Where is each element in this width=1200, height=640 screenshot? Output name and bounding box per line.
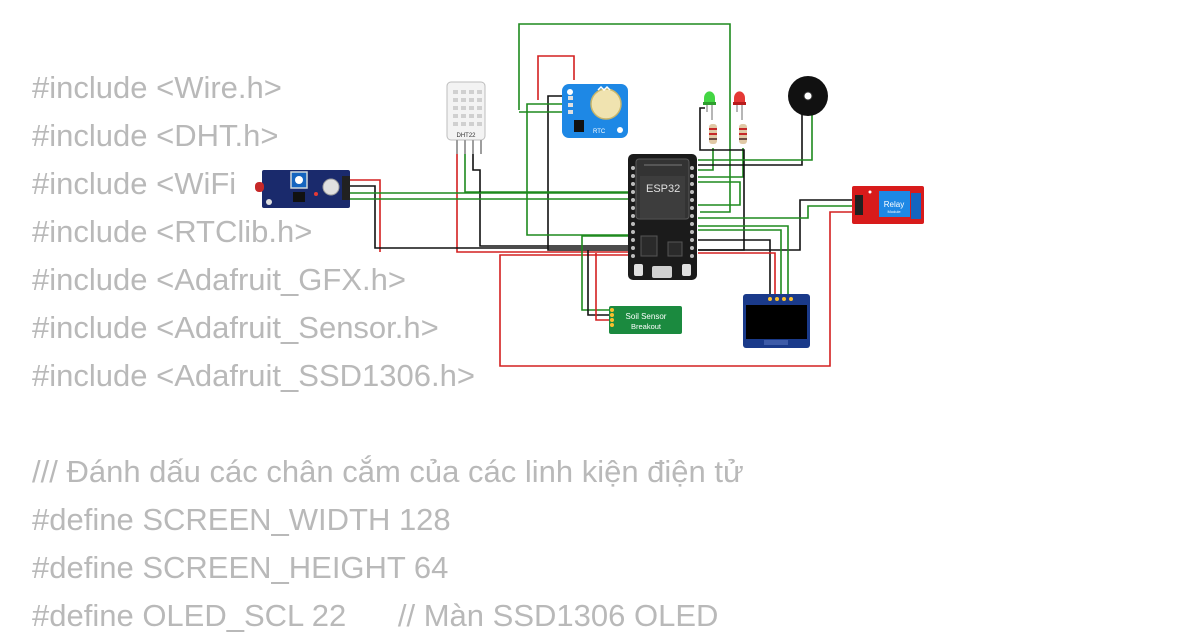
wire-red-bottom-loop[interactable] [499, 211, 852, 367]
wire-dht-red[interactable] [456, 152, 628, 253]
relay-module[interactable]: Relay Module [852, 186, 924, 224]
ldr-photoresistor [255, 182, 264, 192]
wire-green-top-loop[interactable] [518, 23, 731, 213]
wire-led-gnd[interactable] [698, 107, 745, 251]
dht22-sensor[interactable]: DHT22 [446, 81, 486, 154]
code-line-5: #include <Adafruit_GFX.h> [32, 262, 406, 297]
ldr-sensor-module[interactable] [255, 170, 350, 208]
code-line-1: #include <Wire.h> [32, 70, 282, 105]
resistor-2[interactable] [739, 124, 747, 144]
wire-rtc-green-sda[interactable] [526, 103, 628, 236]
wire-dht-green[interactable] [464, 152, 628, 193]
esp32-label: ESP32 [646, 183, 680, 195]
soil-sensor-breakout[interactable]: Soil Sensor Breakout [609, 306, 682, 334]
wire-oled-green-sda[interactable] [698, 225, 789, 300]
code-line-6: #include <Adafruit_Sensor.h> [32, 310, 439, 345]
relay-label: Relay [884, 200, 904, 209]
buzzer[interactable] [788, 76, 828, 116]
red-led[interactable] [733, 91, 746, 120]
code-line-12: #define OLED_SCL 22 // Màn SSD1306 OLED [32, 598, 719, 633]
wire-ldr-red[interactable] [350, 179, 381, 252]
soil-sensor-label-1: Soil Sensor [626, 312, 667, 321]
wire-red-top-loop[interactable] [537, 55, 575, 100]
esp32-board[interactable]: ESP32 [628, 154, 697, 280]
wires [350, 23, 852, 367]
rtc-module[interactable]: RTC [562, 84, 628, 138]
wire-oled-black[interactable] [698, 239, 771, 300]
wire-soil-red[interactable] [595, 253, 610, 321]
wire-ldr-black[interactable] [350, 185, 628, 249]
green-led[interactable] [703, 91, 716, 120]
code-line-9: /// Đánh dấu các chân cắm của các linh k… [32, 454, 744, 489]
relay-sublabel: Module [887, 209, 901, 214]
code-line-2: #include <DHT.h> [32, 118, 279, 153]
wire-buzzer-green[interactable] [698, 114, 813, 161]
code-line-10: #define SCREEN_WIDTH 128 [32, 502, 451, 537]
wire-oled-green-scl[interactable] [698, 229, 782, 300]
wire-relay-black[interactable] [698, 199, 852, 251]
wire-dht-black[interactable] [472, 152, 628, 247]
oled-display[interactable] [743, 294, 810, 348]
wire-led-red[interactable] [698, 148, 744, 178]
code-line-11: #define SCREEN_HEIGHT 64 [32, 550, 449, 585]
wire-esp-right-green-1[interactable] [698, 181, 741, 206]
coin-cell-battery [590, 88, 622, 120]
code-line-4: #include <RTClib.h> [32, 214, 313, 249]
code-line-7: #include <Adafruit_SSD1306.h> [32, 358, 475, 393]
code-editor-background: #include <Wire.h> #include <DHT.h> #incl… [32, 64, 744, 640]
wire-soil-green[interactable] [581, 235, 628, 311]
wire-soil-black[interactable] [587, 250, 610, 316]
resistor-1[interactable] [709, 124, 717, 144]
wire-buzzer-black[interactable] [698, 114, 803, 166]
wire-led-green[interactable] [698, 148, 714, 171]
usb-port [652, 266, 672, 278]
dht22-label: DHT22 [456, 133, 476, 139]
wire-relay-green[interactable] [698, 205, 852, 219]
soil-sensor-label-2: Breakout [631, 322, 662, 331]
rtc-label: RTC [593, 129, 606, 135]
code-line-3: #include <WiFi [32, 166, 237, 201]
wire-oled-red[interactable] [698, 252, 776, 300]
